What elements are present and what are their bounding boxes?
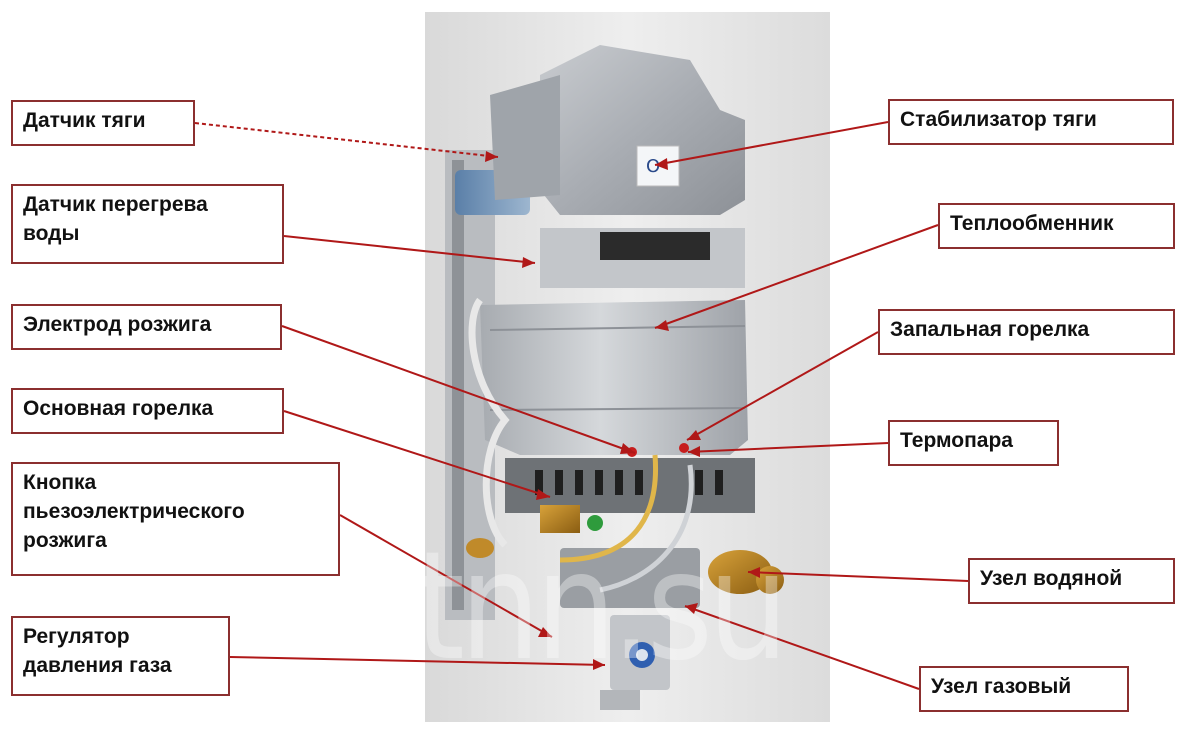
label-ignition-electrode-text: Электрод розжига bbox=[23, 310, 270, 339]
label-ignition-electrode: Электрод розжига bbox=[11, 304, 282, 350]
label-piezo-button-line3: розжига bbox=[23, 526, 328, 555]
label-overheat-sensor-line2: воды bbox=[23, 219, 272, 248]
label-piezo-button: Кнопка пьезоэлектрического розжига bbox=[11, 462, 340, 576]
label-water-unit-text: Узел водяной bbox=[980, 564, 1163, 593]
label-main-burner-text: Основная горелка bbox=[23, 394, 272, 423]
svg-text:O: O bbox=[646, 156, 660, 177]
label-heat-exchanger-text: Теплообменник bbox=[950, 209, 1163, 238]
label-piezo-button-line2: пьезоэлектрического bbox=[23, 497, 328, 526]
watermark: ttnn.su bbox=[370, 520, 784, 694]
label-water-unit: Узел водяной bbox=[968, 558, 1175, 604]
label-draft-stabilizer: Стабилизатор тяги bbox=[888, 99, 1174, 145]
label-pilot-burner: Запальная горелка bbox=[878, 309, 1175, 355]
label-gas-regulator-line2: давления газа bbox=[23, 651, 218, 680]
label-gas-unit-text: Узел газовый bbox=[931, 672, 1117, 701]
label-thermocouple-text: Термопара bbox=[900, 426, 1047, 455]
label-heat-exchanger: Теплообменник bbox=[938, 203, 1175, 249]
label-gas-unit: Узел газовый bbox=[919, 666, 1129, 712]
label-draft-sensor-text: Датчик тяги bbox=[23, 106, 183, 135]
label-draft-sensor: Датчик тяги bbox=[11, 100, 195, 146]
label-draft-stabilizer-text: Стабилизатор тяги bbox=[900, 105, 1162, 134]
label-piezo-button-line1: Кнопка bbox=[23, 468, 328, 497]
label-main-burner: Основная горелка bbox=[11, 388, 284, 434]
label-overheat-sensor: Датчик перегрева воды bbox=[11, 184, 284, 264]
label-gas-regulator-line1: Регулятор bbox=[23, 622, 218, 651]
label-gas-regulator: Регулятор давления газа bbox=[11, 616, 230, 696]
label-pilot-burner-text: Запальная горелка bbox=[890, 315, 1163, 344]
label-thermocouple: Термопара bbox=[888, 420, 1059, 466]
label-overheat-sensor-line1: Датчик перегрева bbox=[23, 190, 272, 219]
